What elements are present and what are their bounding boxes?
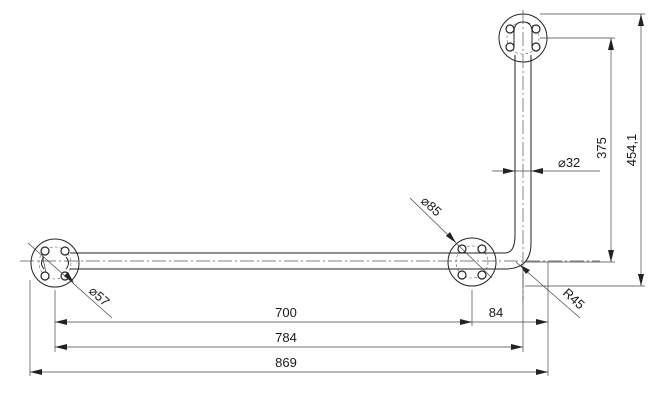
dim-diameter-85-label: ⌀85 [418, 193, 445, 219]
dim-784-label: 784 [275, 330, 297, 345]
dimension-lines [27, 14, 644, 375]
top-flange [498, 13, 548, 63]
dim-diameter-32-label: ⌀32 [558, 155, 580, 170]
dim-84-label: 84 [489, 305, 503, 320]
middle-flange [447, 237, 497, 287]
dim-700-label: 700 [275, 305, 297, 320]
dim-375-label: 375 [594, 137, 609, 159]
extension-lines [29, 13, 645, 376]
dim-454-label: 454,1 [624, 134, 639, 167]
horizontal-tube [20, 252, 600, 270]
dim-869-label: 869 [275, 355, 297, 370]
dim-diameter-57-label: ⌀57 [86, 283, 113, 309]
vertical-tube [504, 10, 532, 300]
dim-radius-45-label: R45 [560, 285, 588, 312]
